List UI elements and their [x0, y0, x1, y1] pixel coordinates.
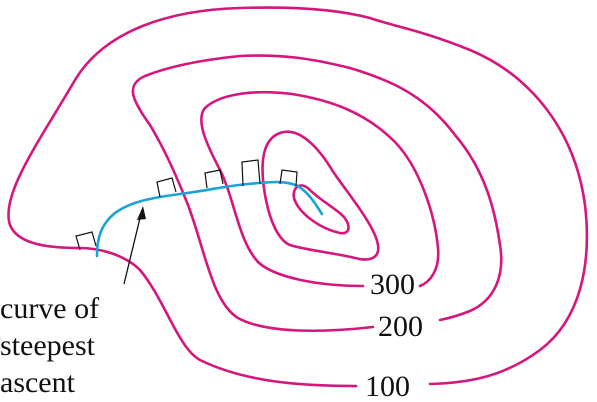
- steepest-ascent-curve: [95, 180, 324, 258]
- contour-100: [7, 6, 589, 388]
- contour-label-300: 300: [370, 268, 415, 301]
- contour-200: [131, 54, 503, 333]
- annotation-line-2: steepest: [0, 329, 96, 362]
- annotation-arrowhead: [137, 206, 146, 220]
- right-angle-marker-1: [75, 231, 97, 251]
- contour-300: [200, 90, 440, 288]
- annotation-line-3: ascent: [0, 366, 76, 399]
- contour-summit: [292, 184, 350, 235]
- annotation-pointer-line: [123, 213, 142, 285]
- contour-label-200: 200: [378, 310, 423, 343]
- right-angle-marker-2: [156, 177, 177, 198]
- right-angle-marker-5: [279, 169, 298, 187]
- right-angle-marker-3: [204, 169, 224, 189]
- contour-label-100: 100: [365, 370, 410, 402]
- annotation-line-1: curve of: [0, 292, 99, 325]
- right-angle-marker-4: [241, 159, 261, 187]
- contour-top-ring: [261, 130, 380, 261]
